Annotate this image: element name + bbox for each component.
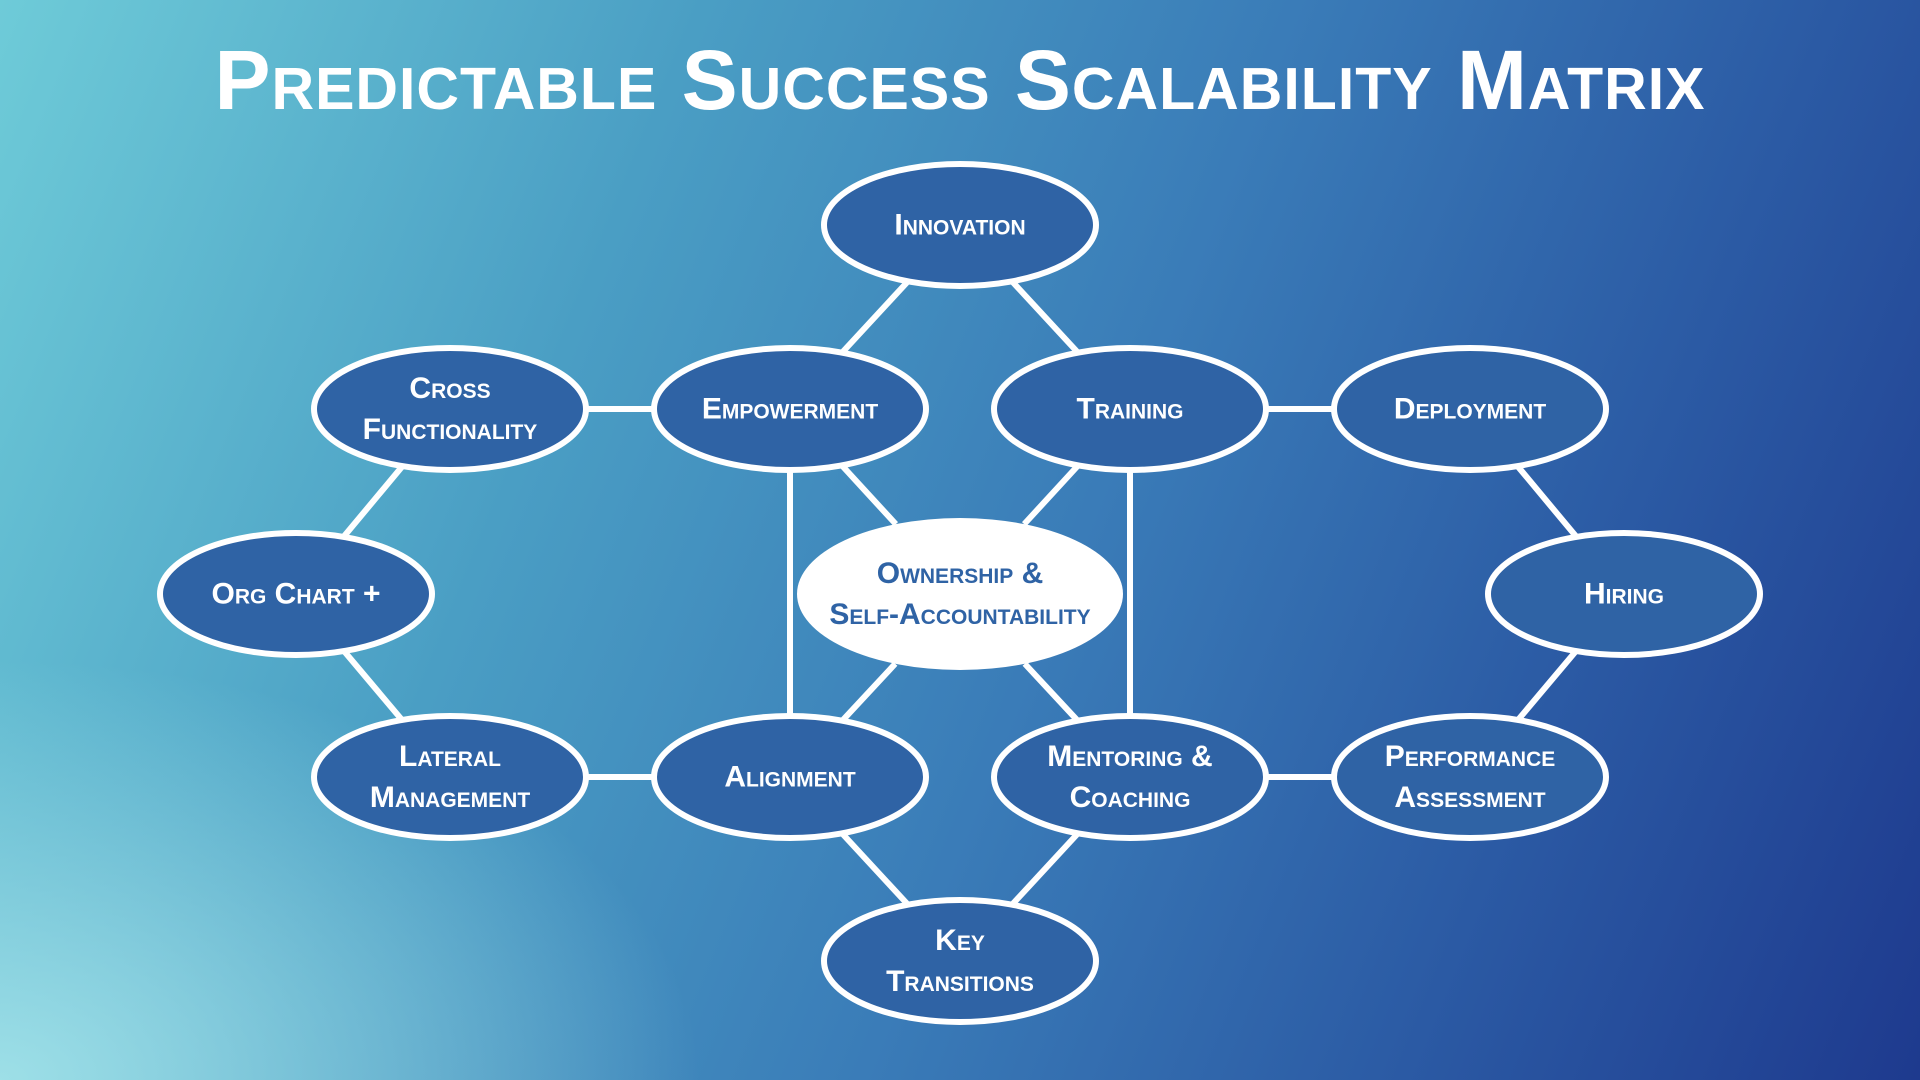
- connector-org-chart-to-lateral-management: [341, 649, 405, 722]
- page-title: Predictable Success Scalability Matrix: [214, 33, 1706, 127]
- node-label-ownership-line-2: Self-Accountability: [829, 598, 1090, 631]
- connector-mentoring-coaching-to-ownership: [1022, 661, 1080, 723]
- node-ellipse-lateral-management: [311, 713, 589, 841]
- node-ellipse-cross-functionality: [311, 345, 589, 473]
- node-label-key-transitions-line-1: Key: [935, 924, 985, 957]
- node-label-innovation-line-1: Innovation: [894, 209, 1025, 242]
- node-label-org-chart-line-1: Org Chart +: [211, 578, 380, 611]
- node-ellipse-innovation: [821, 161, 1099, 289]
- node-org-chart: Org Chart +: [157, 530, 435, 658]
- node-ellipse-mentoring-coaching: [991, 713, 1269, 841]
- connector-cross-functionality-to-org-chart: [341, 464, 405, 539]
- connector-lines: [341, 279, 1579, 907]
- node-ellipse-empowerment: [651, 345, 929, 473]
- node-training: Training: [991, 345, 1269, 473]
- node-ellipse-training: [991, 345, 1269, 473]
- connector-hiring-to-performance-assessment: [1515, 649, 1579, 722]
- node-deployment: Deployment: [1331, 345, 1609, 473]
- connector-mentoring-coaching-to-key-transitions: [1009, 831, 1081, 907]
- node-ellipse-deployment: [1331, 345, 1609, 473]
- node-label-cross-functionality-line-2: Functionality: [363, 413, 538, 446]
- node-ellipse-key-transitions: [821, 897, 1099, 1025]
- node-empowerment: Empowerment: [651, 345, 929, 473]
- node-label-mentoring-coaching-line-2: Coaching: [1070, 781, 1191, 814]
- node-label-hiring-line-1: Hiring: [1584, 578, 1664, 611]
- connector-alignment-to-ownership: [840, 661, 898, 723]
- node-label-empowerment-line-1: Empowerment: [702, 393, 879, 426]
- node-label-key-transitions-line-2: Transitions: [886, 965, 1034, 998]
- node-ellipse-alignment: [651, 713, 929, 841]
- node-ownership: Ownership & Self-Accountability: [797, 518, 1123, 670]
- node-innovation: Innovation: [821, 161, 1099, 289]
- node-label-performance-assessment-line-1: Performance: [1385, 740, 1556, 773]
- node-ellipse-org-chart: [157, 530, 435, 658]
- connector-innovation-to-empowerment: [839, 279, 911, 355]
- node-label-lateral-management-line-1: Lateral: [399, 740, 501, 773]
- node-label-ownership-line-1: Ownership &: [877, 557, 1044, 590]
- connector-innovation-to-training: [1009, 279, 1081, 355]
- node-ellipse-ownership: [797, 518, 1123, 670]
- node-label-cross-functionality-line-1: Cross: [409, 372, 490, 405]
- connector-deployment-to-hiring: [1515, 464, 1579, 539]
- node-label-alignment-line-1: Alignment: [724, 761, 855, 794]
- connector-training-to-ownership: [1021, 463, 1081, 527]
- node-ellipse-performance-assessment: [1331, 713, 1609, 841]
- node-mentoring-coaching: Mentoring & Coaching: [991, 713, 1269, 841]
- node-ellipse-hiring: [1485, 530, 1763, 658]
- connector-empowerment-to-ownership: [839, 463, 899, 527]
- node-hiring: Hiring: [1485, 530, 1763, 658]
- node-label-performance-assessment-line-2: Assessment: [1394, 781, 1545, 814]
- node-label-lateral-management-line-2: Management: [370, 781, 530, 814]
- connector-alignment-to-key-transitions: [839, 831, 911, 907]
- node-label-mentoring-coaching-line-1: Mentoring &: [1047, 740, 1212, 773]
- node-label-training-line-1: Training: [1077, 393, 1184, 426]
- node-alignment: Alignment: [651, 713, 929, 841]
- node-label-deployment-line-1: Deployment: [1394, 393, 1547, 426]
